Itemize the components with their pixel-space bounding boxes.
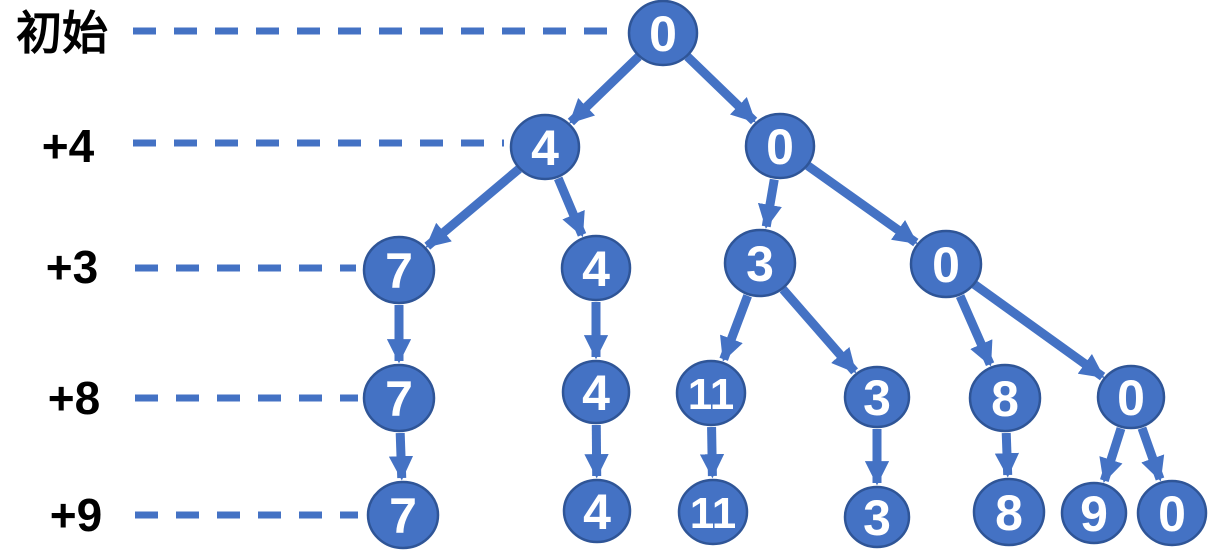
tree-edge-arrow	[955, 294, 995, 367]
tree-node: 7	[366, 480, 440, 550]
tree-node-circle	[972, 477, 1046, 547]
row-label: 初始	[16, 7, 108, 59]
tree-node-value: 8	[991, 371, 1019, 427]
row-label: +9	[50, 489, 102, 541]
tree-node: 9	[1060, 481, 1128, 545]
tree-node-value: 7	[385, 371, 413, 427]
tree-node: 4	[509, 113, 581, 181]
tree-node-circle	[509, 113, 581, 181]
tree-node-circle	[1136, 479, 1208, 547]
tree-node: 0	[1136, 479, 1208, 547]
tree-node-value: 3	[746, 236, 774, 292]
tree-node-value: 0	[932, 237, 960, 293]
tree-node-value: 4	[531, 120, 559, 176]
tree-node-circle	[362, 363, 436, 433]
tree-node-value: 3	[863, 370, 891, 426]
tree-node: 11	[677, 478, 749, 546]
tree-node-value: 3	[863, 490, 891, 546]
tree-node-value: 4	[582, 365, 610, 421]
tree-node-value: 0	[766, 119, 794, 175]
tree-node: 8	[972, 477, 1046, 547]
tree-node-value: 4	[583, 484, 611, 540]
tree-node-circle	[561, 359, 631, 425]
tree-edge-arrow	[971, 280, 1106, 381]
tree-node: 4	[560, 234, 632, 302]
tree-edge-arrow	[779, 286, 859, 375]
tree-node-value: 7	[389, 488, 417, 544]
tree-node-circle	[1060, 481, 1128, 545]
tree-node-circle	[723, 228, 797, 298]
tree-edge-arrow	[1137, 426, 1165, 482]
row-label: +4	[42, 120, 95, 172]
tree-node-circle	[560, 234, 632, 302]
tree-edge-arrow	[994, 432, 1020, 478]
tree-node-value: 8	[995, 485, 1023, 541]
tree-node-circle	[366, 480, 440, 550]
tree-edge-arrow	[805, 162, 919, 247]
tree-node-circle	[562, 478, 632, 544]
tree-node: 8	[968, 363, 1042, 433]
tree-edge-arrow	[388, 432, 414, 481]
tree-node: 0	[1096, 364, 1166, 430]
tree-edge-arrow	[567, 53, 642, 126]
tree-node: 0	[909, 229, 983, 299]
tree-edge-arrow	[684, 53, 758, 125]
tree-node: 3	[843, 365, 911, 429]
tree-node: 4	[562, 478, 632, 544]
tree-node: 3	[843, 485, 911, 549]
tree-edge-arrow	[424, 165, 522, 250]
tree-node: 11	[675, 359, 747, 427]
tree-node: 0	[627, 0, 699, 67]
tree-node-circle	[843, 365, 911, 429]
row-label: +3	[46, 241, 98, 293]
tree-node-value: 9	[1080, 486, 1108, 542]
tree-node-circle	[677, 478, 749, 546]
tree-node-value: 4	[582, 241, 610, 297]
tree-node: 7	[362, 235, 436, 305]
tree-node: 3	[723, 228, 797, 298]
tree-node-circle	[675, 359, 747, 427]
tree-edge-arrow	[699, 426, 725, 479]
tree-edge-arrow	[757, 178, 782, 229]
tree-node-value: 7	[385, 243, 413, 299]
tree-edge-arrow	[554, 176, 587, 238]
tree-node-circle	[627, 0, 699, 67]
tree-node-value: 0	[1158, 486, 1186, 542]
tree-node-circle	[968, 363, 1042, 433]
tree-node: 4	[561, 359, 631, 425]
tree-node-value: 0	[1117, 370, 1145, 426]
row-label: +8	[48, 372, 100, 424]
tree-node-value: 11	[690, 489, 737, 538]
tree-node-circle	[843, 485, 911, 549]
tree-node: 0	[744, 112, 816, 180]
tree-node-circle	[1096, 364, 1166, 430]
tree-node-value: 0	[649, 6, 677, 62]
tree-node-circle	[362, 235, 436, 305]
tree-node-value: 11	[688, 370, 735, 419]
tree-node-circle	[744, 112, 816, 180]
tree-edge-arrow	[719, 294, 752, 362]
tree-node-circle	[909, 229, 983, 299]
tree-node: 7	[362, 363, 436, 433]
tree-edge-arrow	[1099, 427, 1126, 483]
